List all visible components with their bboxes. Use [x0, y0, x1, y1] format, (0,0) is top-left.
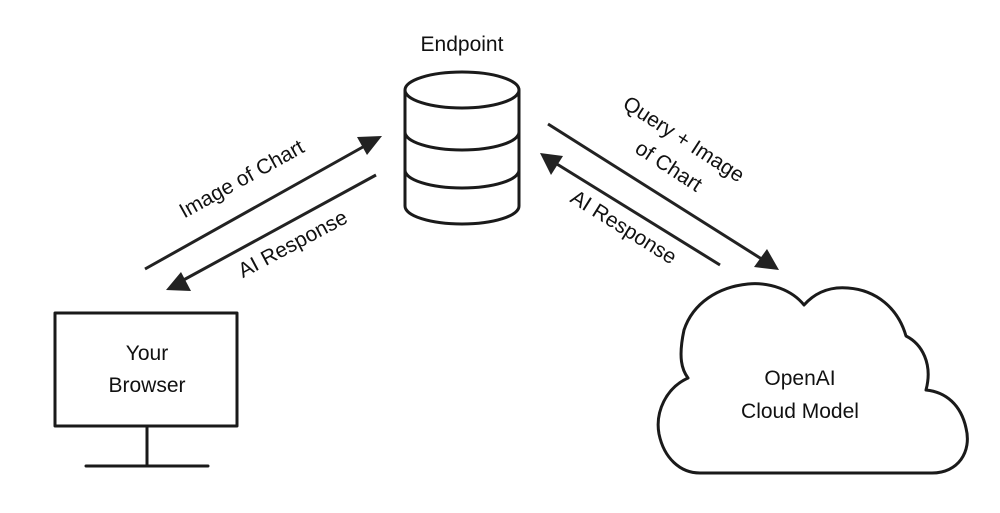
database-icon: [403, 70, 521, 226]
cloud-label-line1: OpenAI: [764, 367, 835, 390]
browser-label-line2: Browser: [108, 374, 185, 397]
arrow-endpoint-to-browser: [166, 173, 377, 291]
browser-label-line1: Your: [126, 342, 168, 365]
cloud-icon: [656, 282, 969, 475]
cloud-label-line2: Cloud Model: [741, 400, 859, 423]
arrow-browser-to-endpoint: [144, 136, 382, 271]
endpoint-label: Endpoint: [421, 33, 504, 56]
edge-label-image-of-chart: Image of Chart: [176, 136, 309, 224]
arrow-cloud-to-endpoint: [540, 153, 721, 267]
arrow-endpoint-to-cloud: [547, 122, 779, 270]
monitor-icon: [53, 311, 239, 468]
